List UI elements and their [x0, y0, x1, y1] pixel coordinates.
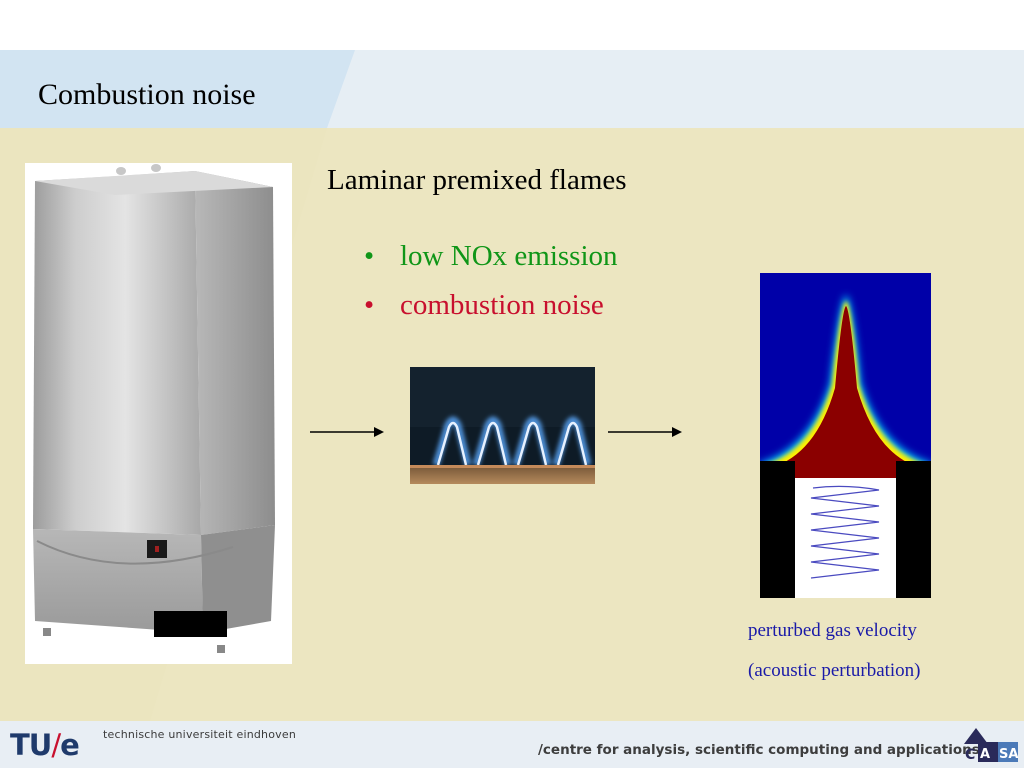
- casa-logo: C A SA: [964, 728, 1018, 763]
- arrow-right-icon: [608, 427, 682, 437]
- bullet-text: low NOx emission: [400, 240, 618, 272]
- institution-name: technische universiteit eindhoven: [103, 728, 297, 741]
- svg-text:C: C: [965, 747, 975, 763]
- slide-title: Combustion noise: [38, 78, 256, 111]
- svg-text:A: A: [980, 747, 990, 762]
- centre-name: /centre for analysis, scientific computi…: [538, 742, 980, 758]
- bullet-item: • combustion noise: [364, 289, 604, 322]
- bullet-dot: •: [364, 240, 375, 272]
- bullet-item: • low NOx emission: [364, 240, 618, 273]
- arrow-right-icon: [310, 427, 384, 437]
- tue-logo-slash: /: [51, 728, 61, 762]
- caption-line: perturbed gas velocity: [748, 620, 917, 641]
- tue-logo-main: TU: [10, 728, 52, 762]
- caption-line: (acoustic perturbation): [748, 660, 921, 681]
- flame-simulation: [760, 273, 931, 598]
- slide-subtitle: Laminar premixed flames: [327, 164, 627, 196]
- bullet-text: combustion noise: [400, 289, 604, 321]
- wave-spring-icon: [810, 485, 880, 579]
- tue-logo: TU/e: [10, 728, 80, 762]
- tue-logo-tail: e: [60, 728, 80, 762]
- flame-photo: [410, 367, 595, 484]
- bullet-dot: •: [364, 289, 375, 321]
- svg-text:SA: SA: [999, 747, 1018, 762]
- boiler-image: [25, 163, 292, 664]
